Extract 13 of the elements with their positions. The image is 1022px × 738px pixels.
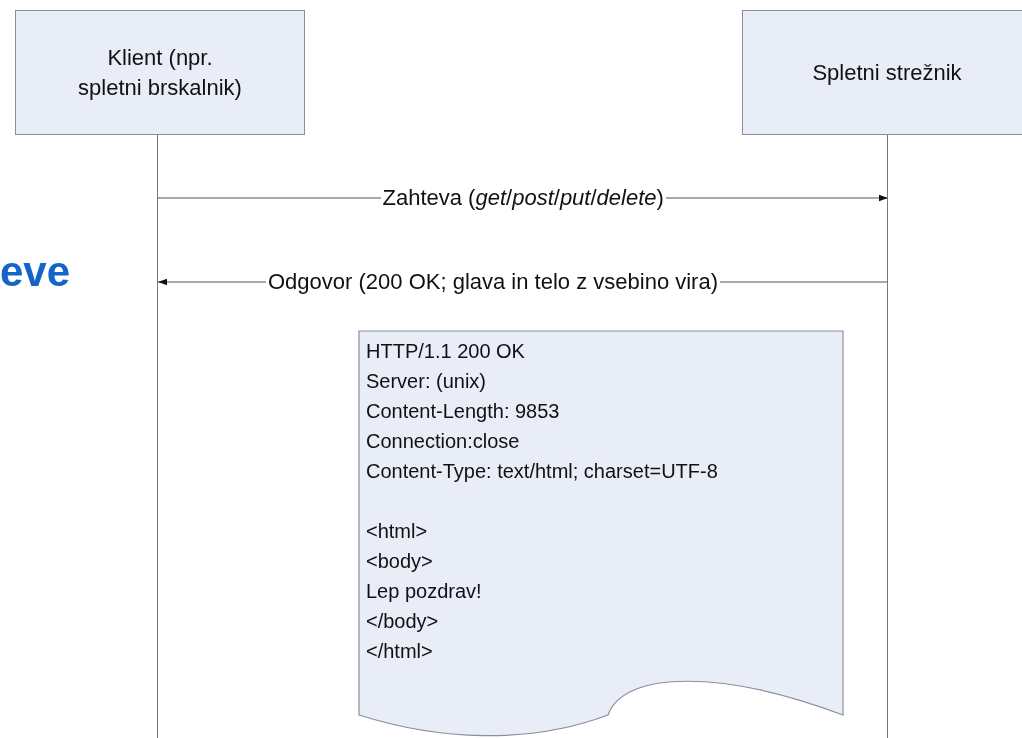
participant-box: Spletni strežnik xyxy=(742,10,1022,135)
http-header-line: Content-Type: text/html; charset=UTF-8 xyxy=(366,460,718,483)
participant-box: Klient (npr. spletni brskalnik) xyxy=(15,10,305,135)
html-code-line: </html> xyxy=(366,640,433,663)
html-code-line: Lep pozdrav! xyxy=(366,580,482,603)
http-header-line: HTTP/1.1 200 OK xyxy=(366,340,525,363)
http-header-line: Server: (unix) xyxy=(366,370,487,393)
html-code-line: </body> xyxy=(366,610,439,633)
html-code-line: <html> xyxy=(366,520,428,543)
html-code-line: <body> xyxy=(366,550,433,573)
http-header-line: Content-Length: 9853 xyxy=(366,400,560,423)
heading-fragment: eve xyxy=(0,248,71,296)
http-header-line: Connection:close xyxy=(366,430,520,453)
